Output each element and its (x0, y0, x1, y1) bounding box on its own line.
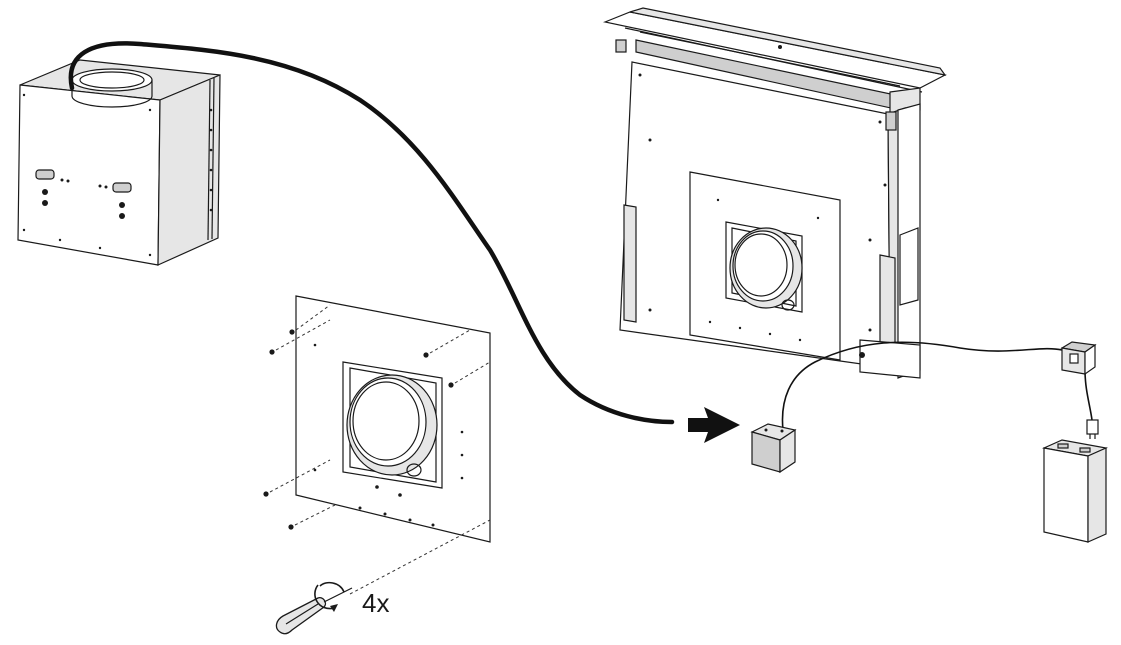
screw-quantity-label: 4x (362, 588, 389, 618)
control-wire (781, 341, 1063, 431)
plug-wire (1084, 369, 1093, 421)
power-cable (68, 41, 675, 425)
downdraft-hood-icon (602, 7, 947, 379)
screwdriver-icon: 4x (275, 581, 389, 635)
plug-connector-icon (1060, 341, 1099, 439)
mounting-plate-icon (263, 295, 491, 595)
arrow-right-icon (688, 407, 740, 443)
junction-box-icon (750, 423, 797, 474)
control-module-icon (1041, 439, 1109, 543)
motor-unit-icon (17, 59, 221, 266)
